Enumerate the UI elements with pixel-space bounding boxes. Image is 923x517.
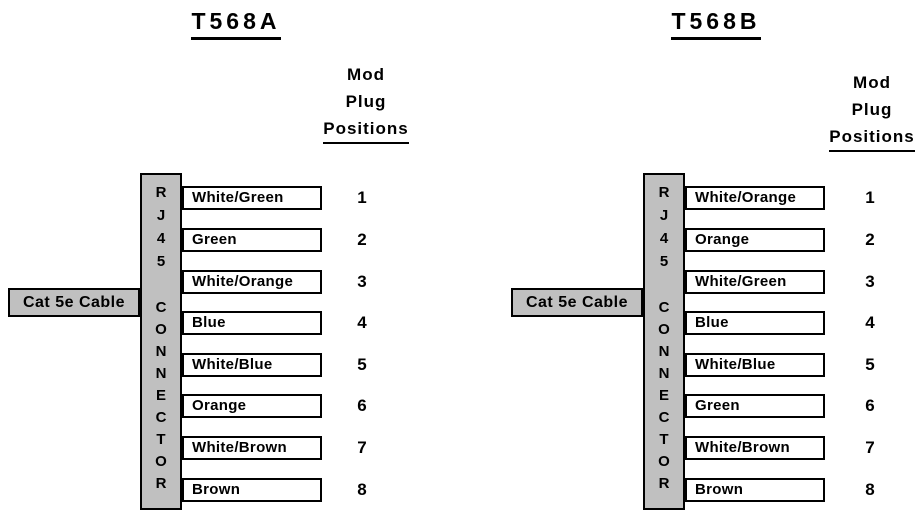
wire-color-box: White/Brown bbox=[685, 436, 825, 460]
wire-color-box: White/Green bbox=[685, 270, 825, 294]
wire-color-box: White/Orange bbox=[685, 186, 825, 210]
plug-position-number: 2 bbox=[357, 230, 367, 249]
plug-position-number: 7 bbox=[357, 438, 367, 457]
connector-label-connector: CONNECTOR bbox=[658, 299, 670, 492]
cat5e-cable-label: Cat 5e Cable bbox=[511, 288, 643, 317]
wire-color-box: White/Green bbox=[182, 186, 322, 210]
plug-position-number: 1 bbox=[865, 188, 875, 207]
connector-label-rj45: RJ45 bbox=[155, 184, 167, 270]
mod-plug-positions-header: Mod Plug Positions bbox=[817, 69, 923, 152]
wire-color-box: Green bbox=[685, 394, 825, 418]
header-line-positions: Positions bbox=[829, 126, 915, 152]
header-line-positions: Positions bbox=[323, 118, 409, 144]
wire-color-box: White/Brown bbox=[182, 436, 322, 460]
wire-color-box: White/Blue bbox=[182, 353, 322, 377]
plug-position-number: 2 bbox=[865, 230, 875, 249]
plug-position-number: 5 bbox=[865, 355, 875, 374]
wire-color-box: White/Blue bbox=[685, 353, 825, 377]
wire-color-box: Brown bbox=[182, 478, 322, 502]
header-line-mod: Mod bbox=[347, 65, 385, 84]
diagram-title-wrap: T568A bbox=[136, 8, 336, 40]
plug-position-number: 5 bbox=[357, 355, 367, 374]
wire-color-box: Green bbox=[182, 228, 322, 252]
wire-color-box: Blue bbox=[685, 311, 825, 335]
header-line-mod: Mod bbox=[853, 73, 891, 92]
wire-color-box: Brown bbox=[685, 478, 825, 502]
diagram-title: T568A bbox=[191, 8, 281, 40]
plug-position-number: 3 bbox=[865, 272, 875, 291]
connector-label-rj45: RJ45 bbox=[658, 184, 670, 270]
plug-position-number: 8 bbox=[865, 480, 875, 499]
connector-label-connector: CONNECTOR bbox=[155, 299, 167, 492]
wire-color-box: Orange bbox=[182, 394, 322, 418]
rj45-connector-body: RJ45 CONNECTOR bbox=[140, 173, 182, 510]
plug-position-number: 4 bbox=[865, 313, 875, 332]
plug-position-number: 6 bbox=[357, 396, 367, 415]
plug-position-number: 4 bbox=[357, 313, 367, 332]
plug-position-number: 7 bbox=[865, 438, 875, 457]
wire-color-box: Orange bbox=[685, 228, 825, 252]
plug-position-number: 6 bbox=[865, 396, 875, 415]
mod-plug-positions-header: Mod Plug Positions bbox=[311, 61, 421, 144]
diagram-title: T568B bbox=[671, 8, 761, 40]
diagram-title-wrap: T568B bbox=[616, 8, 816, 40]
plug-position-number: 1 bbox=[357, 188, 367, 207]
header-line-plug: Plug bbox=[851, 100, 893, 119]
wire-color-box: White/Orange bbox=[182, 270, 322, 294]
cat5e-cable-label: Cat 5e Cable bbox=[8, 288, 140, 317]
rj45-connector-body: RJ45 CONNECTOR bbox=[643, 173, 685, 510]
header-line-plug: Plug bbox=[345, 92, 387, 111]
wire-color-box: Blue bbox=[182, 311, 322, 335]
cable-label-text: Cat 5e Cable bbox=[525, 294, 629, 311]
plug-position-number: 8 bbox=[357, 480, 367, 499]
cable-label-text: Cat 5e Cable bbox=[22, 294, 126, 311]
plug-position-number: 3 bbox=[357, 272, 367, 291]
